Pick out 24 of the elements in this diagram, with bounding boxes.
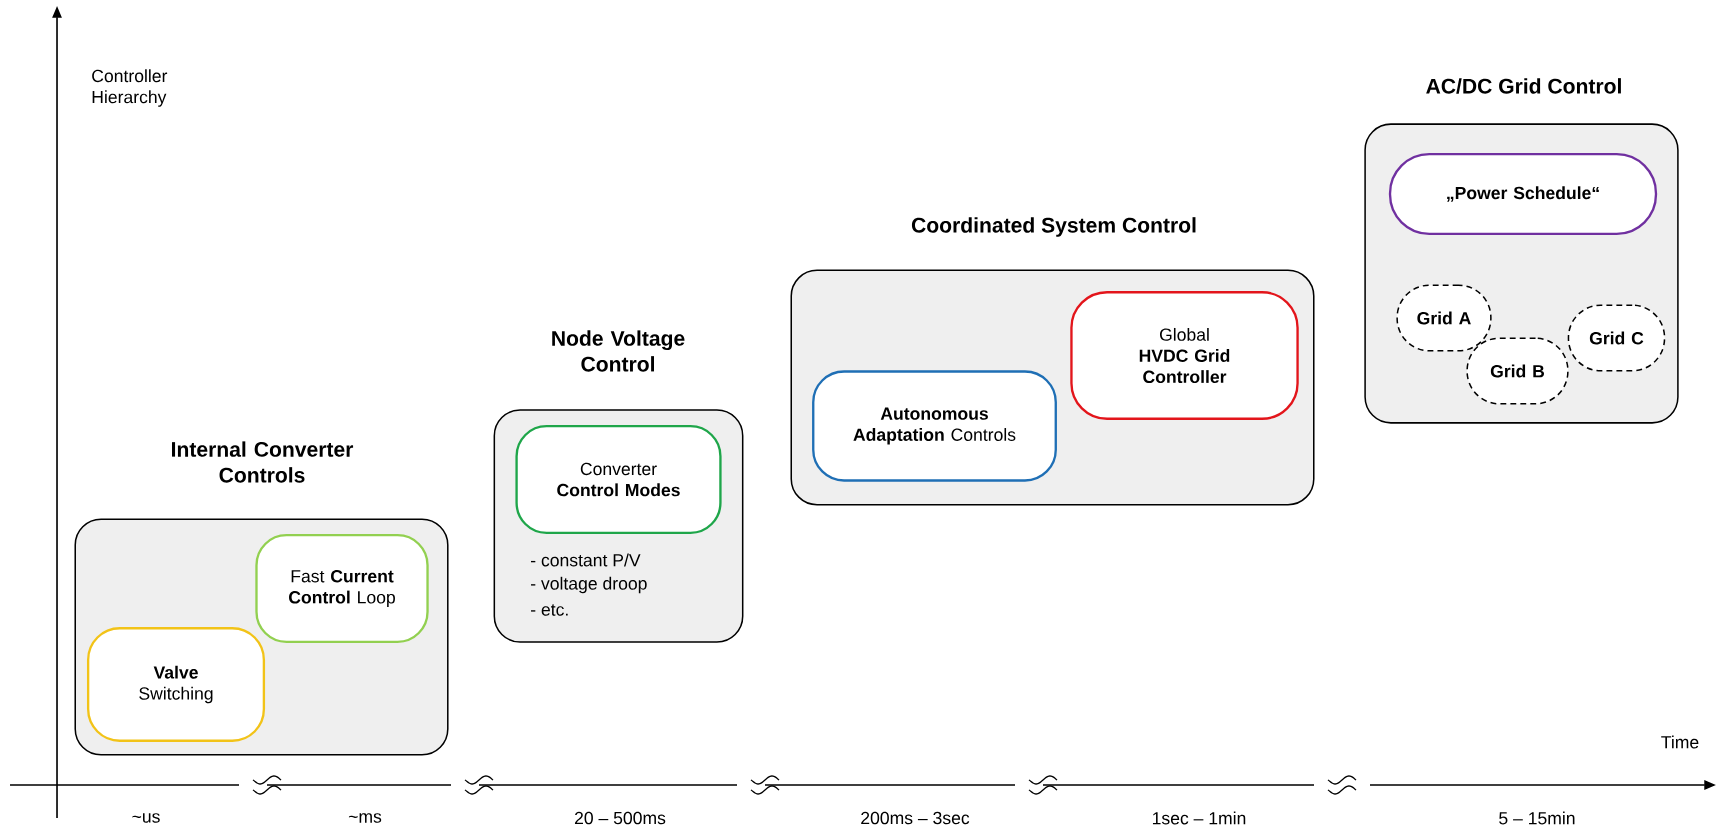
group-heading: AC/DC Grid Control: [1426, 78, 1621, 94]
list-item: - voltage droop: [531, 576, 647, 594]
grid-bubble: Grid C: [1567, 304, 1666, 372]
time-range-label: 20 – 500ms: [575, 811, 666, 825]
axis-label: Controller Hierarchy: [92, 69, 168, 107]
control-box: Valve Switching: [87, 627, 266, 742]
control-box: Autonomous Adaptation Controls: [812, 370, 1057, 482]
control-box: Global HVDC Grid Controller: [1070, 291, 1299, 420]
control-box: Fast Current Control Loop: [255, 534, 429, 643]
time-range-label: ~ms: [348, 813, 382, 823]
list-item: - constant P/V: [531, 553, 641, 567]
list-item: - etc.: [531, 604, 568, 616]
time-range-label: 1sec – 1min: [1152, 811, 1246, 825]
control-box: „Power Schedule“: [1388, 153, 1658, 235]
group-heading: Coordinated System Control: [911, 217, 1196, 237]
group-heading: Node Voltage Control: [552, 330, 685, 372]
control-box: Converter Control Modes: [515, 425, 722, 534]
grid-bubble: Grid A: [1396, 284, 1492, 352]
group-heading: Internal Converter Controls: [172, 441, 354, 483]
axis-label: Time: [1661, 735, 1699, 749]
time-range-label: 200ms – 3sec: [861, 811, 970, 825]
time-range-label: 5 – 15min: [1499, 811, 1575, 825]
grid-bubble: Grid B: [1466, 337, 1569, 405]
time-range-label: ~us: [132, 813, 160, 823]
